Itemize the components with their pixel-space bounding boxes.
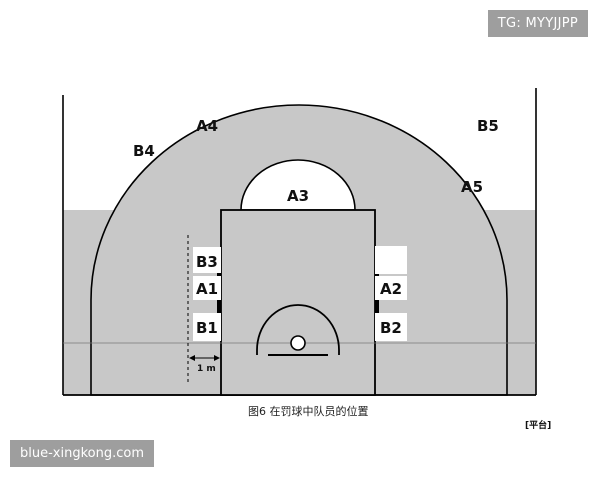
lane-box-b3 — [193, 247, 221, 273]
lane-box-b1 — [193, 313, 221, 341]
lane-mark-left-2 — [217, 300, 221, 313]
label-a5: A5 — [461, 178, 483, 196]
one-meter-label: 1 m — [197, 364, 216, 374]
label-b4: B4 — [133, 142, 155, 160]
free-throw-circle — [240, 159, 356, 211]
lane-box-a1 — [193, 276, 221, 300]
lane-mark-right-1 — [375, 274, 379, 276]
label-b2: B2 — [380, 319, 402, 337]
label-a2: A2 — [380, 280, 402, 298]
lane-box-b2 — [375, 313, 407, 341]
label-a4: A4 — [196, 117, 218, 135]
site-watermark: blue-xingkong.com — [10, 440, 154, 467]
label-b3: B3 — [196, 253, 218, 271]
lane-mark-left-1 — [217, 273, 221, 276]
restricted-semicircle — [256, 304, 340, 355]
figure-caption: 图6 在罚球中队员的位置 — [248, 404, 369, 418]
arrow-head-right — [214, 355, 220, 361]
label-a1: A1 — [196, 280, 218, 298]
restricted-area — [220, 209, 376, 396]
lane-mark-right-2 — [375, 300, 379, 313]
hoop — [290, 335, 306, 351]
arrow-head-left — [189, 355, 195, 361]
corner-mark: [平台] — [525, 419, 551, 431]
label-a3: A3 — [287, 187, 309, 205]
telegram-tag: TG: MYYJJPP — [487, 10, 588, 37]
label-b1: B1 — [196, 319, 218, 337]
label-b5: B5 — [477, 117, 499, 135]
lane-box-empty — [375, 246, 407, 274]
lane-box-a2 — [375, 276, 407, 300]
